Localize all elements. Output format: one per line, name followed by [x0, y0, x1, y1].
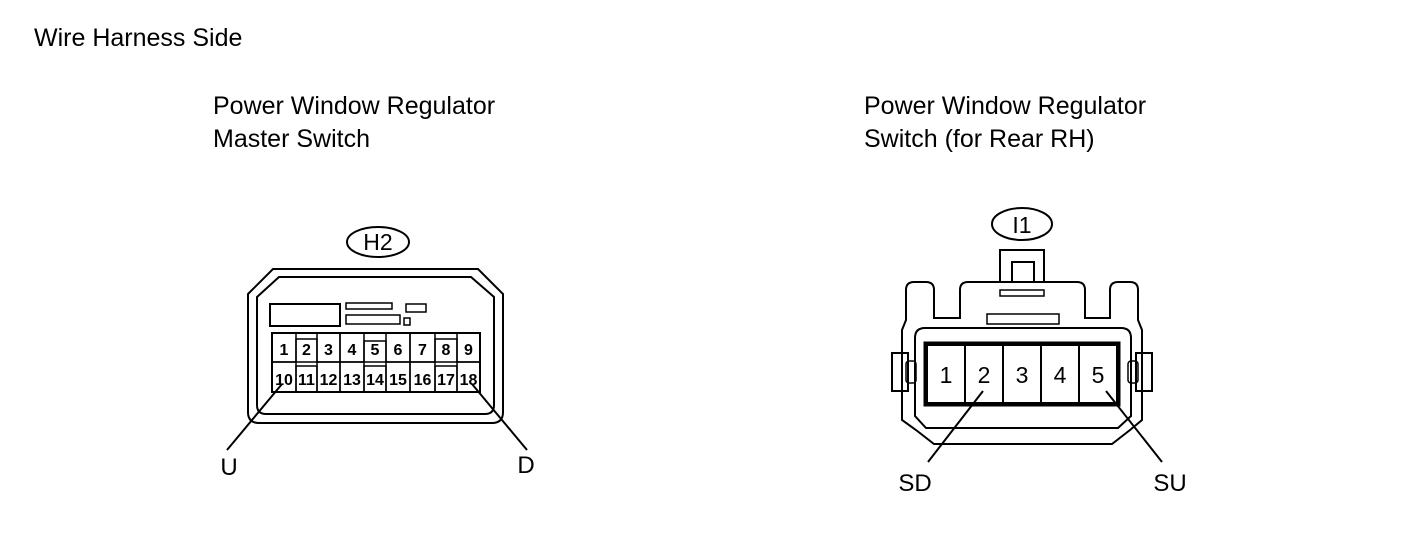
- side-latch-right-tab: [1127, 360, 1139, 384]
- pin-number: 2: [302, 342, 311, 359]
- connector-code-ellipse: [346, 226, 410, 258]
- master-switch-housing-inner: [256, 276, 495, 415]
- locking-lever-base: [999, 289, 1045, 297]
- pin-number: 3: [1016, 362, 1029, 388]
- pin-number: 13: [343, 372, 361, 389]
- housing-slot-upper: [345, 302, 393, 310]
- callout-line-u: [226, 383, 283, 451]
- callout-line-d: [471, 383, 528, 451]
- pin-number: 8: [442, 342, 451, 359]
- pin-number: 1: [280, 342, 289, 359]
- housing-slot-lower: [345, 314, 401, 325]
- rear-rh-housing-inner: [914, 327, 1132, 429]
- pin-number: 9: [464, 342, 473, 359]
- pin-number: 14: [366, 372, 384, 389]
- pin-number: 1: [940, 362, 953, 388]
- side-latch-left: [891, 352, 909, 392]
- callout-label-d: D: [517, 452, 534, 479]
- housing-top-rib: [986, 313, 1060, 325]
- housing-lock-notch: [403, 317, 411, 326]
- connector-code-ellipse: [991, 207, 1053, 241]
- pin-cell: [456, 361, 481, 393]
- master-switch-housing-outer: [247, 268, 504, 424]
- rear-rh-housing-outer: [901, 281, 1143, 445]
- callout-label-u: U: [220, 454, 237, 481]
- rear-rh-switch-connector: Power Window Regulator Switch (for Rear …: [864, 92, 1187, 497]
- callout-label-su: SU: [1153, 470, 1186, 497]
- pin-cell: [1078, 344, 1118, 404]
- callout-line-sd: [927, 390, 984, 463]
- master-switch-title-line2: Master Switch: [213, 125, 370, 153]
- connector-code-i1: I1: [1012, 212, 1031, 238]
- pin-number: 7: [418, 342, 427, 359]
- master-switch-title-line1: Power Window Regulator: [213, 92, 495, 120]
- locking-lever-window: [1011, 261, 1035, 283]
- pin-number: 4: [1054, 362, 1067, 388]
- pin-number: 3: [324, 342, 333, 359]
- pin-number: 2: [978, 362, 991, 388]
- pin-number: 12: [320, 372, 338, 389]
- locking-lever: [999, 249, 1045, 283]
- master-switch-connector: Power Window Regulator Master Switch H2 …: [213, 92, 535, 481]
- side-latch-left-tab: [905, 360, 917, 384]
- pin-number: 16: [414, 372, 432, 389]
- callout-line-su: [1105, 390, 1163, 463]
- rear-rh-switch-title-line2: Switch (for Rear RH): [864, 125, 1095, 153]
- pin-frame: [923, 341, 1121, 407]
- pin-number: 15: [389, 372, 407, 389]
- rear-rh-switch-title-line1: Power Window Regulator: [864, 92, 1146, 120]
- pin-number: 5: [371, 342, 380, 359]
- pin-number: 11: [298, 372, 315, 389]
- pin-number: 5: [1092, 362, 1105, 388]
- diagram-title: Wire Harness Side: [34, 24, 242, 52]
- pin-number: 4: [348, 342, 357, 359]
- pin-number: 17: [437, 372, 455, 389]
- housing-lock-tab: [405, 303, 427, 313]
- side-latch-right: [1135, 352, 1153, 392]
- pin-number: 10: [275, 372, 293, 389]
- connector-code-h2: H2: [363, 229, 392, 255]
- pin-number: 6: [394, 342, 403, 359]
- callout-label-sd: SD: [898, 470, 931, 497]
- housing-key-block: [269, 303, 341, 327]
